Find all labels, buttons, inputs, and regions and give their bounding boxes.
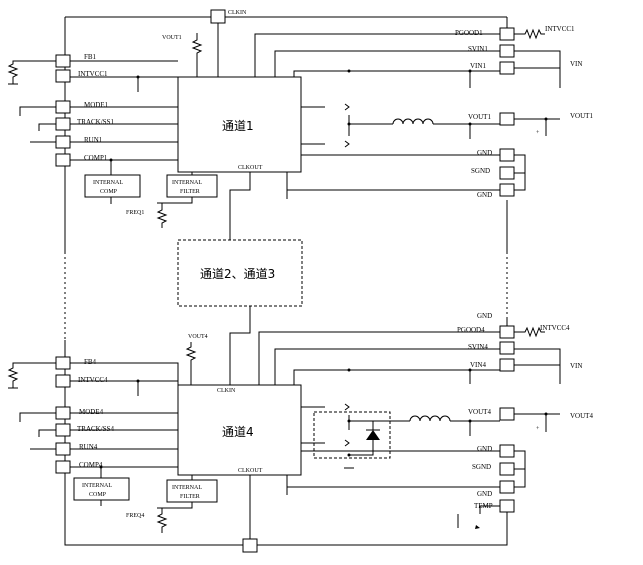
fb4-pin [55,356,71,370]
fb1-pin [55,54,71,68]
gnd4-pin-a [499,444,515,458]
vout4-net-label: VOUT4 [570,412,593,420]
internal-filter-4-line2: FILTER [180,494,200,500]
run1-label: RUN1 [84,136,103,144]
channel-4-title: 通道4 [222,425,254,439]
clkin-label-4: CLKIN [217,388,236,394]
gnd4-pin-top [499,325,515,339]
track-ss1-label: TRACK/SS1 [77,118,114,126]
sgnd4-pin [499,462,515,476]
gnd4-label-top: GND [477,312,492,320]
channel-4: 通道4 CLKIN CLKOUT VOUT4 FB4 INTVCC4 MODE4… [7,312,593,553]
mode4-label: MODE4 [79,408,104,416]
vout4-ref-label: VOUT4 [188,334,208,340]
internal-comp-1-line1: INTERNAL [93,180,123,186]
comp4-pin [55,460,71,474]
clkin-pin-1 [210,9,226,24]
vout1-net-label: VOUT1 [570,112,593,120]
schottky-diode [366,430,380,440]
track-ss1-pin [55,117,71,131]
internal-comp-1-line2: COMP [100,189,118,195]
intvcc1-pin [55,69,71,83]
intvcc4-ref-label: INTVCC4 [540,324,570,332]
pgood1-label: PGOOD1 [455,29,483,37]
svin4-label: SVIN4 [468,343,488,351]
channel-4-block [177,384,302,476]
vout1-pin-label: VOUT1 [468,113,491,121]
internal-comp-4-line1: INTERNAL [82,483,112,489]
comp1-pin [55,153,71,167]
fb4-label: FB4 [84,358,97,366]
internal-filter-1-line1: INTERNAL [172,180,202,186]
internal-filter-1-line2: FILTER [180,189,200,195]
mode1-pin [55,100,71,114]
temp-pin [499,499,515,513]
sgnd4-label: SGND [472,463,491,471]
channel-1: CLKIN 通道1 CLKOUT VOUT1 FB1 INTVCC1 MODE1… [7,9,593,240]
svin4-pin [499,358,515,372]
internal-filter-4-line1: INTERNAL [172,485,202,491]
run1-pin [55,135,71,149]
channel-1-block [177,76,302,173]
cap-plus-1: + [536,130,540,136]
svin1-label: SVIN1 [468,45,488,53]
vout1-pin [499,112,515,126]
internal-comp-4-line2: COMP [89,492,107,498]
mode4-pin [55,406,71,420]
run4-label: RUN4 [79,443,98,451]
intvcc1-label: INTVCC1 [78,70,108,78]
vin4-label: VIN4 [470,361,486,369]
pgood1-pin [499,27,515,41]
track-ss4-pin [55,423,71,437]
channel-1-title: 通道1 [222,119,254,133]
vin1-label: VIN1 [470,62,486,70]
intvcc4-label: INTVCC4 [78,376,108,384]
gnd1-label-b: GND [477,191,492,199]
gnd1-label-a: GND [477,149,492,157]
vout4-pin [499,407,515,421]
track-ss4-label: TRACK/SS4 [77,425,114,433]
channel-2-3-block [177,239,303,307]
vin1-pin [499,61,515,75]
clkin-label-1: CLKIN [228,10,247,16]
freq4-label: FREQ4 [126,513,144,519]
sgnd1-label: SGND [471,167,490,175]
clkout-pin-4 [242,538,258,553]
channel-2-3-title: 通道2、通道3 [200,267,275,281]
sgnd1-pin [499,166,515,180]
freq1-label: FREQ1 [126,210,144,216]
vin1-net-label: VIN [570,60,582,68]
cap-plus-4: + [536,426,540,432]
pgood4-pin [499,341,515,355]
comp4-label: COMP4 [79,461,103,469]
channel-2-3: 通道2、通道3 [177,239,303,385]
pgood4-label: PGOOD4 [457,326,485,334]
gnd4-pin-b [499,480,515,494]
run4-pin [55,442,71,456]
intvcc4-pin [55,374,71,388]
gnd1-pin-a [499,148,515,162]
fb1-label: FB1 [84,53,97,61]
clkout-label-4: CLKOUT [238,468,263,474]
inductor-1 [392,118,434,125]
svin1-pin [499,44,515,58]
vin4-net-label: VIN [570,362,582,370]
inductor-4 [409,415,451,422]
internal-comp-1 [84,174,141,198]
mode1-label: MODE1 [84,101,109,109]
intvcc1-ref-label: INTVCC1 [545,25,575,33]
gnd4-label-b: GND [477,490,492,498]
clkout-label-1: CLKOUT [238,165,263,171]
vout1-ref-label: VOUT1 [162,35,182,41]
gnd4-label-a: GND [477,445,492,453]
gnd1-pin-b [499,183,515,197]
sync-fet-diode-box [313,411,391,459]
vout4-pin-label: VOUT4 [468,408,491,416]
comp1-label: COMP1 [84,154,108,162]
